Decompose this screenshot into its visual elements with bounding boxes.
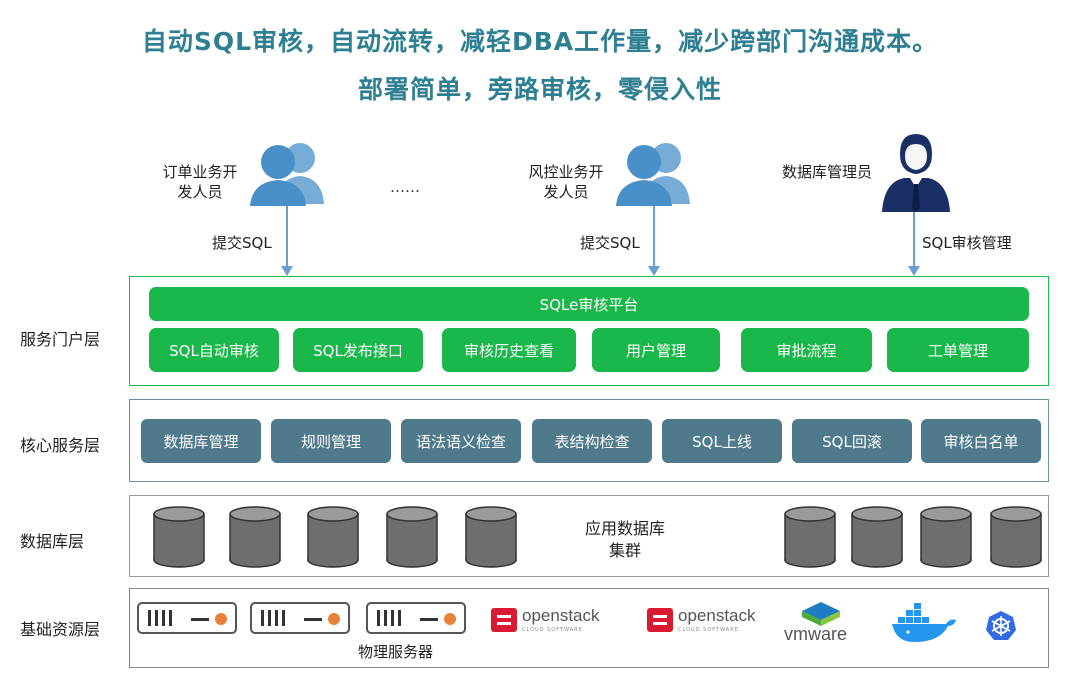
database-cylinder-icon (229, 506, 281, 568)
arrow-down-2 (648, 206, 660, 276)
db-layer: 应用数据库 集群 (129, 495, 1049, 577)
database-cylinder-icon (920, 506, 972, 568)
core-rule-management[interactable]: 规则管理 (271, 419, 391, 463)
server-rack-icon (137, 602, 237, 634)
kubernetes-icon (986, 611, 1016, 640)
infra-layer: 物理服务器 (129, 588, 1049, 668)
database-cylinder-icon (851, 506, 903, 568)
openstack-icon (647, 607, 673, 632)
database-cylinder-icon (386, 506, 438, 568)
portal-layer: SQLe审核平台 SQL自动审核 SQL发布接口 审核历史查看 用户管理 审批流… (129, 276, 1049, 386)
openstack-text-1: openstack (522, 606, 600, 625)
headline-1: 自动SQL审核，自动流转，减轻DBA工作量，减少跨部门沟通成本。 (141, 27, 939, 56)
database-cylinder-icon (153, 506, 205, 568)
vmware-cube-icon (802, 602, 840, 626)
headline-2: 部署简单，旁路审核，零侵入性 (357, 75, 722, 104)
core-syntax-check[interactable]: 语法语义检查 (401, 419, 521, 463)
server-rack-icon (250, 602, 350, 634)
layer-label-infra: 基础资源层 (20, 620, 101, 639)
core-db-management[interactable]: 数据库管理 (141, 419, 261, 463)
ellipsis: …… (390, 178, 420, 196)
vmware-logo: vmware (784, 600, 860, 646)
database-cylinder-icon (990, 506, 1042, 568)
docker-whale-icon (892, 603, 956, 642)
database-cylinder-icon (307, 506, 359, 568)
core-schema-check[interactable]: 表结构检查 (532, 419, 652, 463)
openstack-logo-1: openstack CLOUD SOFTWARE (490, 606, 600, 633)
arrow-down-3 (908, 212, 920, 276)
role-dba-label: 数据库管理员 (781, 163, 872, 181)
sql-audit-manage-label: SQL审核管理 (922, 234, 1012, 252)
db-cluster-label: 应用数据库 集群 (585, 519, 666, 560)
layer-label-portal: 服务门户层 (20, 330, 101, 349)
module-approval-flow[interactable]: 审批流程 (741, 328, 872, 372)
physical-servers-label: 物理服务器 (358, 643, 434, 661)
submit-sql-label-1: 提交SQL (212, 234, 272, 252)
sqle-platform-bar[interactable]: SQLe审核平台 (149, 287, 1029, 321)
module-audit-history[interactable]: 审核历史查看 (442, 328, 576, 372)
openstack-sub-2: CLOUD SOFTWARE (678, 627, 739, 633)
layer-label-db: 数据库层 (20, 532, 85, 551)
core-layer: 数据库管理 规则管理 语法语义检查 表结构检查 SQL上线 SQL回滚 审核白名… (129, 399, 1049, 482)
core-sql-deploy[interactable]: SQL上线 (662, 419, 782, 463)
dba-user-icon (882, 134, 950, 212)
server-rack-icon (366, 602, 466, 634)
submit-sql-label-2: 提交SQL (580, 234, 640, 252)
core-sql-rollback[interactable]: SQL回滚 (792, 419, 912, 463)
vmware-text: vmware (784, 624, 848, 644)
people-group-icon-2 (616, 143, 690, 206)
core-audit-whitelist[interactable]: 审核白名单 (921, 419, 1041, 463)
module-sql-publish-api[interactable]: SQL发布接口 (293, 328, 423, 372)
role-order-dev-label: 订单业务开 发人员 (162, 163, 238, 201)
module-sql-auto-audit[interactable]: SQL自动审核 (149, 328, 279, 372)
openstack-text-2: openstack (678, 606, 756, 625)
people-group-icon (250, 143, 324, 206)
openstack-icon (491, 607, 517, 632)
arrow-down-1 (281, 206, 293, 276)
layer-label-core: 核心服务层 (20, 436, 101, 455)
openstack-sub-1: CLOUD SOFTWARE (522, 627, 583, 633)
module-user-management[interactable]: 用户管理 (592, 328, 720, 372)
database-cylinder-icon (465, 506, 517, 568)
role-risk-dev-label: 风控业务开 发人员 (528, 163, 604, 201)
openstack-logo-2: openstack CLOUD SOFTWARE (646, 606, 756, 633)
database-cylinder-icon (784, 506, 836, 568)
module-ticket-management[interactable]: 工单管理 (887, 328, 1029, 372)
